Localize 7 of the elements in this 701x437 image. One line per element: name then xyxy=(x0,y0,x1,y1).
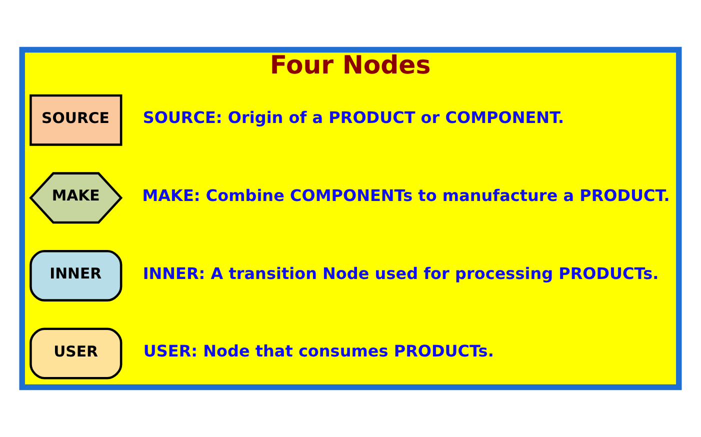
node-box: INNER xyxy=(30,250,122,302)
node-label: SOURCE: Origin of a PRODUCT or COMPONENT. xyxy=(142,108,564,128)
node-box: USER xyxy=(30,328,122,380)
node-box: SOURCE xyxy=(30,94,122,146)
node-label: MAKE: Combine COMPONENTs to manufacture a PRODUCT. xyxy=(142,186,670,205)
node-label: INNER: A transition Node used for processing PRODUCTs. xyxy=(142,264,659,283)
node-label: USER: Node that consumes PRODUCTs. xyxy=(143,342,494,361)
